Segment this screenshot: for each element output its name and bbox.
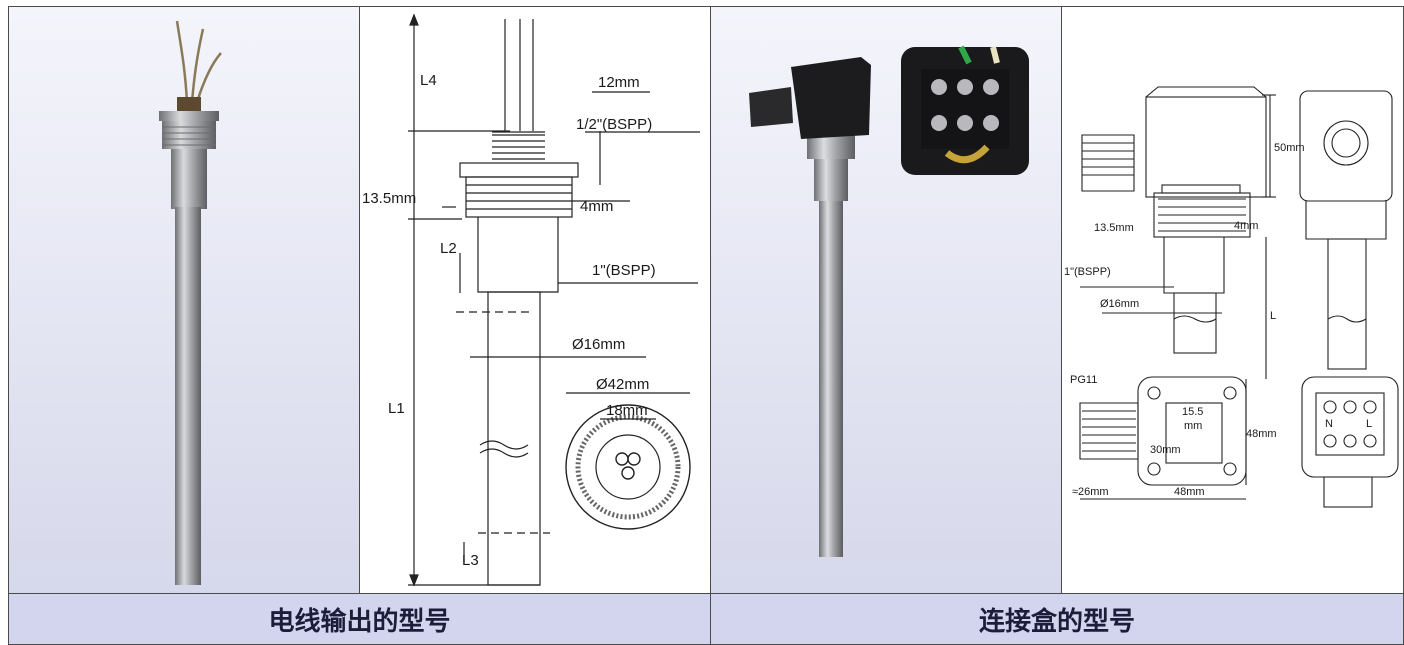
dim-height: 50mm	[1274, 142, 1305, 154]
dim-box-tube: Ø16mm	[1100, 298, 1139, 310]
dim-thread-large: 1"(BSPP)	[592, 262, 656, 279]
junction-box-heater-photo	[710, 6, 1062, 594]
dim-l2: L2	[440, 240, 457, 257]
heater-thread	[162, 121, 216, 149]
dim-terminal-offset: 30mm	[1150, 444, 1181, 456]
cable-gland	[749, 87, 793, 127]
wire-output-heater-photo	[8, 6, 360, 594]
heater-tube	[175, 207, 201, 585]
dim-l4: L4	[420, 72, 437, 89]
caption-junction-box-text: 连接盒的型号	[978, 606, 1135, 637]
dim-thread-small: 1/2"(BSPP)	[576, 116, 652, 133]
dim-wire: 12mm	[598, 74, 640, 91]
junction-box-drawing: 50mm 13.5mm 4mm 1"(BSPP) Ø16mm L PG11 15…	[1061, 6, 1404, 594]
caption-wire-output: 电线输出的型号	[8, 593, 711, 645]
terminal-l-label: L	[1366, 418, 1372, 430]
dim-gland-length: ≈26mm	[1072, 486, 1109, 498]
terminal-plan	[1301, 376, 1399, 508]
wire-output-drawing: L4 12mm 1/2"(BSPP) 13.5mm 4mm L2 1"(BSPP…	[359, 6, 711, 594]
dim-box-flange: 13.5mm	[1094, 222, 1134, 234]
dim-box-gap: 4mm	[1234, 220, 1258, 232]
dim-flange-height: 13.5mm	[362, 190, 416, 207]
dim-l1: L1	[388, 400, 405, 417]
dim-tube-dia: Ø16mm	[572, 336, 625, 353]
caption-junction-box: 连接盒的型号	[710, 593, 1404, 645]
dim-terminal-a: 15.5	[1182, 406, 1203, 418]
dim-box-length: L	[1270, 310, 1276, 322]
junction-box-open	[901, 45, 1029, 175]
dim-gland: PG11	[1070, 374, 1097, 386]
dim-inner-dia: 18mm	[606, 402, 648, 419]
box-tube	[819, 197, 843, 557]
dim-head-dia: Ø42mm	[596, 376, 649, 393]
box-thread	[807, 135, 855, 159]
box-housing	[791, 57, 871, 139]
junction-box-plan	[1079, 376, 1247, 500]
heater-wires	[175, 20, 222, 103]
box-neck	[814, 157, 848, 201]
dim-terminal-unit: mm	[1184, 420, 1202, 432]
dim-box-side: 48mm	[1246, 428, 1277, 440]
caption-wire-output-text: 电线输出的型号	[268, 606, 451, 637]
heater-terminal-block	[177, 97, 201, 113]
terminal-n-label: N	[1325, 418, 1333, 430]
dim-l3: L3	[462, 552, 479, 569]
heater-flange	[159, 111, 219, 121]
heater-neck	[171, 149, 207, 209]
dim-box-width: 48mm	[1174, 486, 1205, 498]
heater-head-endview	[565, 392, 691, 530]
dim-gap: 4mm	[580, 198, 613, 215]
dim-box-thread: 1"(BSPP)	[1064, 266, 1111, 278]
